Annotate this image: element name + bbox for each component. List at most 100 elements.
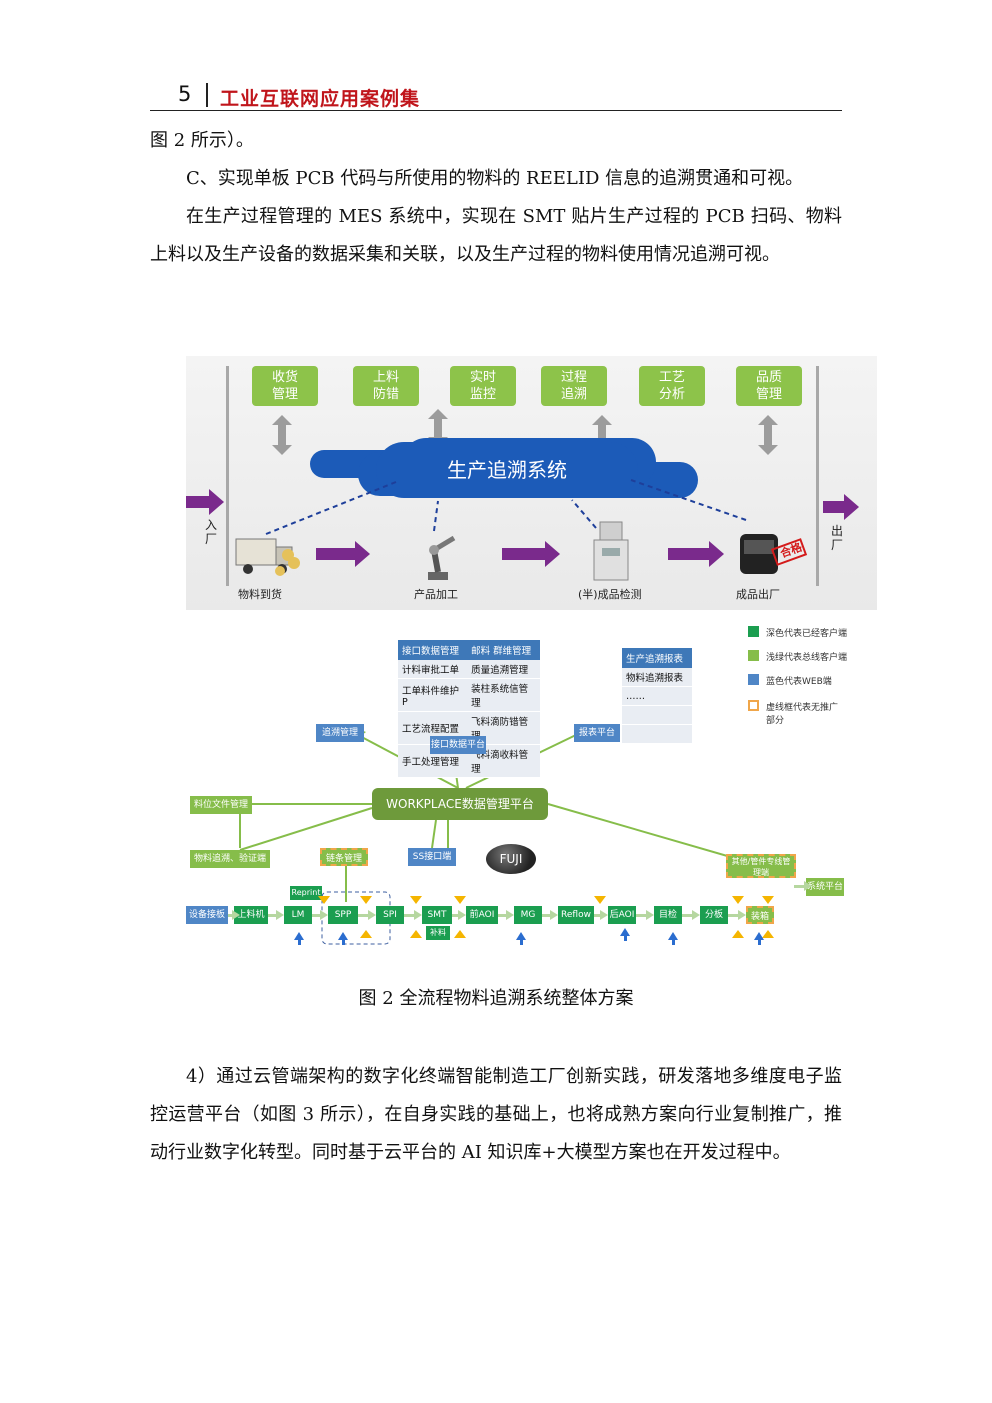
arrow-icon [682, 910, 700, 920]
material-verify-node: 物料追溯、验证端 [190, 850, 270, 868]
double-arrow-icon [272, 415, 292, 455]
refill-node: 补料 [426, 926, 450, 940]
line-node: 分板 [700, 906, 728, 924]
arrow-icon [228, 910, 240, 920]
triangle-marker-icon [454, 930, 466, 938]
line-node: 目检 [654, 906, 682, 924]
ss-interface-node: SS接口端 [408, 848, 456, 866]
table-row [622, 724, 692, 744]
flow-arrow-icon [316, 541, 370, 567]
report-table: 生产追溯报表 物料追溯报表 …… [622, 648, 692, 744]
line-node: MG [514, 906, 542, 924]
triangle-marker-icon [410, 930, 422, 938]
report-platform-node: 报表平台 [574, 724, 620, 742]
legend-item: 蓝色代表WEB端 [766, 677, 832, 687]
triangle-marker-icon [762, 896, 774, 904]
flow-arrow-icon [502, 541, 560, 567]
entry-arrow-icon [186, 489, 224, 515]
line-node: 前AOI [466, 906, 498, 924]
arrow-icon [312, 910, 328, 920]
line-node: SMT [422, 906, 452, 924]
trace-management-node: 追溯管理 [316, 724, 364, 742]
paragraph-1: 图 2 所示）。 [150, 130, 254, 151]
legend-item: 浅绿代表总线客户端 [766, 653, 848, 663]
delivery-truck-icon [235, 538, 300, 576]
header-divider [206, 83, 208, 107]
upload-arrow-icon [338, 932, 348, 945]
table-row: 计料审批工单质量追溯管理 [398, 660, 540, 679]
module-tracing: 过程追溯 [541, 366, 607, 406]
triangle-marker-icon [454, 896, 466, 904]
right-boundary-line [816, 366, 819, 586]
fuji-node: FUJI [486, 844, 536, 874]
flow-arrow-icon [668, 541, 724, 567]
exit-label: 出厂 [831, 524, 844, 552]
legend-swatch [748, 650, 759, 661]
arrow-icon [358, 910, 376, 920]
figure-trace-flow: 收货管理 上料防错 实时监控 过程追溯 工艺分析 品质管理 生产追溯系统 入厂 … [186, 356, 877, 610]
double-arrow-icon [758, 415, 778, 455]
arrow-icon [594, 910, 608, 920]
line-node: 上料机 [234, 906, 268, 924]
legend-swatch [748, 626, 759, 637]
reprint-node: Reprint [290, 886, 322, 900]
triangle-marker-icon [318, 896, 330, 904]
arrow-icon [728, 910, 746, 920]
table-header: 生产追溯报表 [622, 648, 692, 668]
module-feeding: 上料防错 [353, 366, 419, 406]
table-row: …… [622, 686, 692, 706]
triangle-marker-icon [360, 930, 372, 938]
line-node: 后AOI [608, 906, 636, 924]
upload-arrow-icon [516, 932, 526, 945]
module-quality: 品质管理 [736, 366, 802, 406]
stage-shipping: 成品出厂 [736, 588, 780, 601]
upload-arrow-icon [668, 932, 678, 945]
paragraph-2: C、实现单板 PCB 代码与所使用的物料的 REELID 信息的追溯贯通和可视。 [186, 168, 804, 189]
feeder-file-node: 料位文件管理 [190, 796, 252, 814]
workplace-platform-node: WORKPLACE数据管理平台 [372, 788, 548, 820]
figure-caption: 图 2 全流程物料追溯系统整体方案 [358, 988, 634, 1009]
other-line-node: 其他/管件专线管理端 [726, 854, 796, 878]
chain-management-node: 链条管理 [320, 848, 368, 866]
legend-swatch [748, 700, 759, 711]
triangle-marker-icon [410, 896, 422, 904]
line-node: Reflow [558, 906, 594, 924]
table-header: 接口数据管理 [398, 640, 468, 660]
module-receiving: 收货管理 [252, 366, 318, 406]
legend-item: 虚线框代表无推广部分 [766, 703, 839, 726]
stage-inspection: (半)成品检测 [578, 588, 642, 601]
arrow-icon [794, 881, 812, 891]
table-row: 物料追溯报表 [622, 668, 692, 687]
arrow-icon [636, 910, 654, 920]
exit-arrow-icon [823, 494, 859, 520]
legend-item: 深色代表已经客户端 [766, 629, 848, 639]
line-node: LM [284, 906, 312, 924]
arrow-icon [498, 910, 514, 920]
line-node: 装箱 [746, 906, 774, 924]
legend-swatch [748, 674, 759, 685]
paragraph-3: 在生产过程管理的 MES 系统中，实现在 SMT 贴片生产过程的 PCB 扫码、… [150, 206, 842, 265]
upload-arrow-icon [294, 932, 304, 945]
arrow-icon [542, 910, 558, 920]
header-title: 工业互联网应用案例集 [220, 88, 421, 110]
table-row [622, 705, 692, 725]
arrow-icon [268, 910, 284, 920]
triangle-marker-icon [762, 930, 774, 938]
left-boundary-line [226, 366, 229, 586]
page-header: 5 工业互联网应用案例集 [150, 80, 842, 111]
finished-product-icon [740, 534, 808, 574]
line-node: SPI [376, 906, 404, 924]
system-platform-node: 系统平台 [806, 878, 844, 896]
table-header: 邮料 群维管理 [467, 640, 540, 660]
inspection-machine-icon [593, 521, 629, 581]
cloud-icon [376, 442, 638, 498]
arrow-icon [404, 910, 422, 920]
triangle-marker-icon [360, 896, 372, 904]
line-node: SPP [328, 906, 358, 924]
triangle-marker-icon [594, 896, 606, 904]
stage-processing: 产品加工 [414, 588, 458, 601]
triangle-marker-icon [732, 930, 744, 938]
